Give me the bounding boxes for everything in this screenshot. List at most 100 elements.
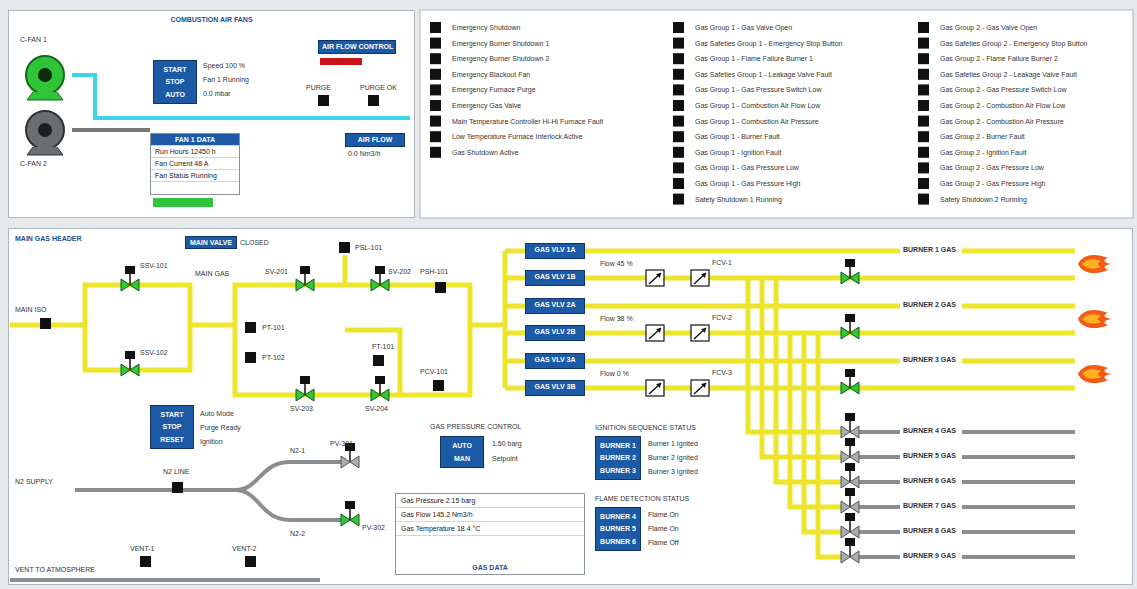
hmi-rect [918,162,929,173]
node-text: RESET [154,436,190,443]
hmi-rect [368,95,379,106]
button-group: BURNER 4BURNER 5BURNER 6 [595,507,641,551]
hmi-rect [673,69,684,80]
hmi-use [841,259,859,284]
hmi-rect [673,53,684,64]
alarm-text: Emergency Gas Valve [452,102,521,109]
alarm-text: Gas Group 2 - Gas Pressure Switch Low [940,86,1066,93]
alarm-text: Gas Group 2 - Gas Valve Open [940,24,1037,31]
alarm-text: Safety Shutdown 2 Running [940,196,1027,203]
hmi-button: GAS VLV 2B [525,325,585,341]
alarm-text: Main Temperature Controller Hi-Hi Furnac… [452,118,603,125]
alarm-text: Gas Group 1 - Combustion Air Flow Low [695,102,820,109]
hmi-path [72,75,410,118]
tag-label: Auto Mode [200,410,234,417]
tag-label: PCV-101 [420,368,448,375]
hmi-button: AIR FLOW [345,133,405,147]
alarm-text: Gas Safeties Group 1 - Emergency Stop Bu… [695,40,842,47]
alarm-text: Gas Group 2 - Gas Pressure Low [940,164,1044,171]
hmi-button: MAIN VALVE [185,236,237,249]
alarm-text: Emergency Blackout Fan [452,71,530,78]
hmi-path [27,92,63,100]
hmi-rect [918,131,929,142]
alarm-text: Emergency Shutdown [452,24,520,31]
node-text: Gas Pressure 2.15 barg [396,494,584,508]
node-text: FAN 1 DATA [151,134,239,146]
hmi-button: AIR FLOW CONTROL [318,40,396,54]
hmi-use [841,513,859,538]
alarm-text: Gas Group 2 - Ignition Fault [940,149,1026,156]
hmi-g [10,251,1075,557]
node-text: BURNER 3 GAS [903,356,959,363]
tag-label: Setpoint [492,455,518,462]
hmi-button: GAS VLV 3B [525,380,585,396]
tag-label: VENT-2 [232,545,257,552]
hmi-rect [430,69,441,80]
hmi-circle [26,56,64,94]
node-text: MAN [444,455,480,462]
hmi-rect [153,198,213,207]
node-text: BURNER 9 GAS [903,552,959,559]
tag-label: PURGE OK [360,84,397,91]
hmi-rect [430,147,441,158]
node-text: BURNER 1 [599,442,637,449]
hmi-g [10,432,1075,580]
hmi-use [841,413,859,438]
hmi-use [691,325,709,341]
hmi-rect [918,38,929,49]
hmi-rect [673,100,684,111]
hmi-path [10,578,320,582]
hmi-use [841,488,859,513]
hmi-path [27,147,63,155]
hmi-use [841,369,859,394]
node-text: GAS VLV 3B [529,383,581,390]
burner-tag: BURNER 7 GAS [900,501,962,513]
tag-label: PT-101 [262,324,285,331]
alarm-text: Gas Group 1 - Gas Pressure Switch Low [695,86,821,93]
hmi-path [190,323,235,328]
alarm-text: Gas Group 1 - Combustion Air Pressure [695,118,819,125]
hmi-path [343,255,348,285]
hmi-rect [430,53,441,64]
alarm-text: Gas Safeties Group 2 - Emergency Stop Bu… [940,40,1087,47]
tag-label: MAIN ISO [15,306,47,313]
hmi-use [691,270,709,286]
node-text: BURNER 8 GAS [903,527,959,534]
tag-label: FCV-2 [712,314,732,321]
hmi-rect [245,352,256,363]
hmi-path [345,330,400,395]
hmi-rect [918,147,929,158]
hmi-path [85,285,190,370]
hmi-rect [8,228,1133,585]
tag-label: MAIN GAS [195,270,229,277]
hmi-use [841,538,859,563]
node-text: BURNER 5 GAS [903,452,959,459]
alarm-text: Gas Group 1 - Gas Pressure Low [695,164,799,171]
node-text: BURNER 1 GAS [903,246,959,253]
alarm-text: Low Temperature Furnace Interlock Active [452,133,583,140]
tag-label: SSV-102 [140,349,168,356]
hmi-rect [918,194,929,205]
hmi-rect [430,100,441,111]
node-text: START [157,66,193,73]
hmi-rect [918,116,929,127]
hmi-rect [435,282,446,293]
hmi-rect [673,162,684,173]
hmi-rect [320,58,362,65]
node-text: Fan Status Running [151,170,239,182]
node-text: BURNER 3 [599,467,637,474]
tag-label: 0.0 mbar [203,90,231,97]
tag-label: Burner 3 Ignited [648,468,698,475]
hmi-rect [673,147,684,158]
alarm-text: Gas Group 1 - Flame Failure Burner 1 [695,55,813,62]
hmi-rect [245,556,256,567]
hmi-path [505,251,525,388]
panel: COMBUSTION AIR FANSSTARTSTOPAUTOAIR FLOW… [8,10,415,218]
alarm-text: Gas Shutdown Active [452,149,519,156]
hmi-g [40,95,446,567]
node-text: MAIN VALVE [189,239,233,246]
alarm-text: Gas Safeties Group 1 - Leakage Valve Fau… [695,71,832,78]
tag-label: FCV-3 [712,369,732,376]
node-text: GAS DATA [396,561,584,574]
